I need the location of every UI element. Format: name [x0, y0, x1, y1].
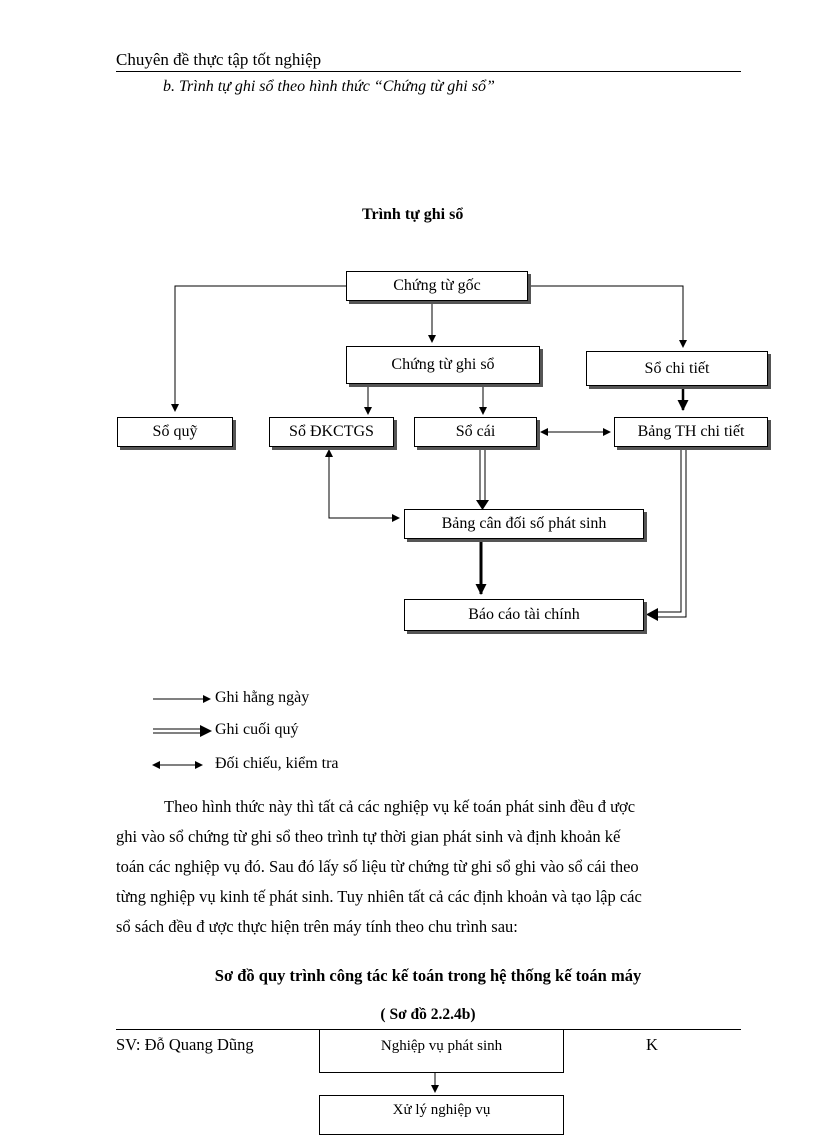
paragraph-line: sổ sách đều đ ược thực hiện trên máy tín…: [116, 917, 518, 936]
footer-right: K: [646, 1035, 658, 1054]
box-xu-ly-nghiep-vu: Xử lý nghiệp vụ: [319, 1095, 564, 1135]
box-chung-tu-goc: Chứng từ gốc: [346, 271, 528, 301]
arrow-bang-th-to-bao-cao-b: [656, 447, 687, 618]
paragraph-line: ghi vào sổ chứng từ ghi sổ theo trình tự…: [116, 827, 621, 846]
box-chung-tu-ghi-so: Chứng từ ghi sổ: [346, 346, 540, 384]
legend-daily-label: Ghi hằng ngày: [215, 689, 310, 706]
box-so-cai: Sổ cái: [414, 417, 537, 447]
diagram2-title: Sơ đồ quy trình công tác kế toán trong h…: [214, 966, 642, 985]
header-rule: [116, 71, 741, 72]
body-paragraph: Theo hình thức này thì tất cả các nghiệp…: [116, 792, 740, 942]
box-nghiep-vu-phat-sinh: Nghiệp vụ phát sinh: [319, 1029, 564, 1073]
box-bao-cao-tai-chinh: Báo cáo tài chính: [404, 599, 644, 631]
arrow-goc-to-chi-tiet: [528, 285, 687, 348]
box-bang-th-chi-tiet: Bảng TH chi tiết: [614, 417, 768, 447]
section-heading: b. Trình tự ghi sổ theo hình thức “Chứng…: [163, 78, 495, 95]
box-bang-can-doi: Bảng cân đối số phát sinh: [404, 509, 644, 539]
arrow-goc-to-so-quy: [171, 285, 346, 412]
legend-quarterly-label: Ghi cuối quý: [215, 721, 299, 738]
page-header-title: Chuyên đề thực tập tốt nghiệp: [116, 50, 322, 69]
paragraph-line: Theo hình thức này thì tất cả các nghiệp…: [164, 797, 636, 816]
diagram-title: Trình tự ghi sổ: [362, 206, 464, 223]
footer-student: SV: Đỗ Quang Dũng: [116, 1035, 254, 1054]
box-so-dkctgs: Sổ ĐKCTGS: [269, 417, 394, 447]
box-so-quy: Sổ quỹ: [117, 417, 233, 447]
paragraph-line: từng nghiệp vụ kinh tế phát sinh. Tuy nh…: [116, 887, 642, 906]
arrow-bang-th-to-bao-cao-a: [656, 447, 682, 613]
legend-check-label: Đối chiếu, kiểm tra: [215, 755, 339, 772]
arrow-dkctgs-bang-can-doi: [325, 449, 400, 522]
paragraph-line: toán các nghiệp vụ đó. Sau đó lấy số liệ…: [116, 857, 639, 876]
box-so-chi-tiet: Sổ chi tiết: [586, 351, 768, 386]
diagram2-subtitle: ( Sơ đồ 2.2.4b): [380, 1006, 476, 1023]
